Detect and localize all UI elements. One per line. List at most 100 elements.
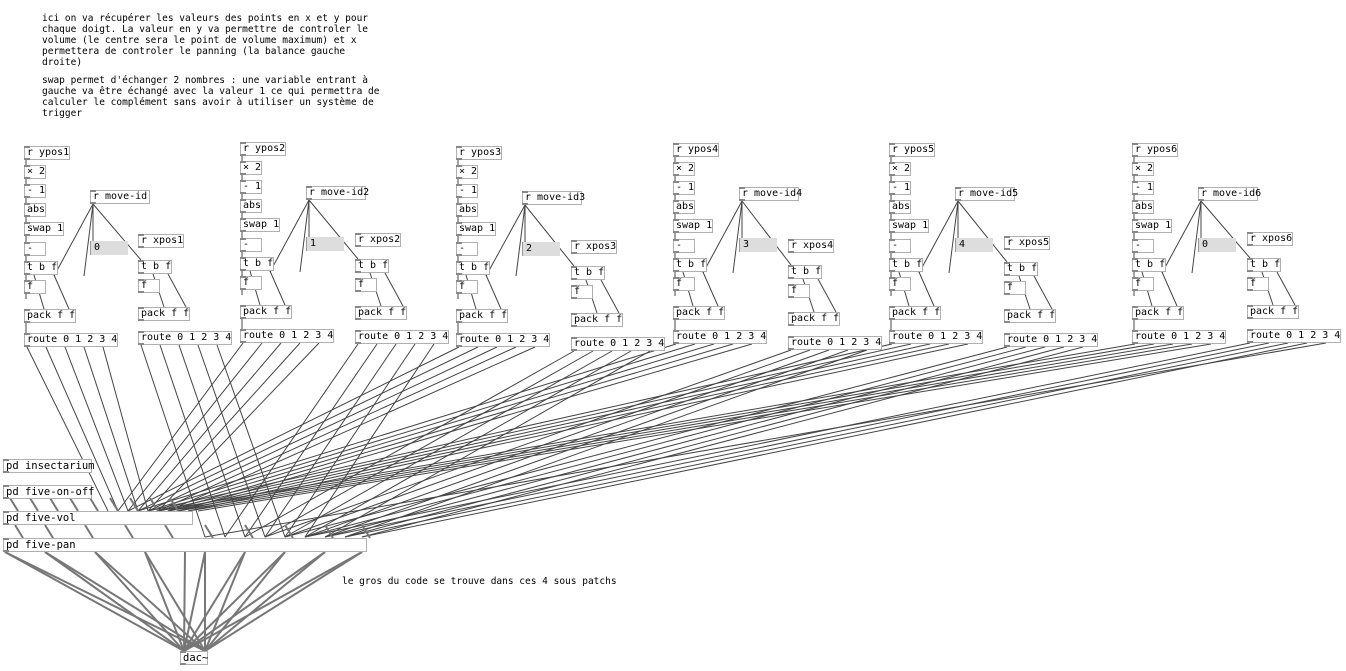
multiply-object[interactable]: × 2 [673,162,695,176]
float-object[interactable]: f [456,280,478,294]
swap-object[interactable]: swap 1 [1132,219,1172,233]
abs-object[interactable]: abs [240,199,262,213]
move-id-receive-object[interactable]: r move-id2 [306,186,369,200]
abs-object[interactable]: abs [1132,200,1154,214]
swap-object[interactable]: swap 1 [240,218,280,232]
swap-object[interactable]: swap 1 [673,219,713,233]
route-object[interactable]: route 0 1 2 3 4 [571,337,665,351]
abs-object[interactable]: abs [24,203,46,217]
number-box[interactable]: 4 [955,238,993,252]
subtract-object[interactable]: - 1 [673,181,695,195]
minus-object[interactable]: - [889,239,911,253]
move-id-receive-object[interactable]: r move-id4 [739,187,802,201]
multiply-object[interactable]: × 2 [1132,162,1154,176]
pack-object[interactable]: pack f f [889,306,941,320]
minus-object[interactable]: - [1132,239,1154,253]
multiply-object[interactable]: × 2 [456,165,478,179]
route-object[interactable]: route 0 1 2 3 4 [1247,329,1341,343]
float-object[interactable]: f [1247,277,1269,291]
float-object[interactable]: f [1004,281,1026,295]
route-object[interactable]: route 0 1 2 3 4 [456,333,550,347]
float-object[interactable]: f [571,285,593,299]
minus-object[interactable]: - [456,242,478,256]
trigger-object[interactable]: t b f [355,259,389,273]
pack-object[interactable]: pack f f [673,306,725,320]
pd-five-on-off-object[interactable]: pd five-on-off [3,485,95,499]
trigger-object[interactable]: t b f [889,258,923,272]
trigger-object[interactable]: t b f [1132,258,1166,272]
float-object[interactable]: f [673,277,695,291]
float-object[interactable]: f [889,277,911,291]
trigger-object[interactable]: t b f [456,261,490,275]
float-object[interactable]: f [240,276,262,290]
pd-insectarium-object[interactable]: pd insectarium [3,459,95,473]
xpos-receive-object[interactable]: r xpos5 [1004,236,1050,250]
number-box[interactable]: 3 [739,238,777,252]
trigger-object[interactable]: t b f [673,258,707,272]
ypos-receive-object[interactable]: r ypos6 [1132,143,1178,157]
multiply-object[interactable]: × 2 [240,161,262,175]
trigger-object[interactable]: t b f [571,266,605,280]
xpos-receive-object[interactable]: r xpos6 [1247,232,1293,246]
float-object[interactable]: f [138,279,160,293]
move-id-receive-object[interactable]: r move-id5 [955,187,1018,201]
float-object[interactable]: f [355,278,377,292]
pack-object[interactable]: pack f f [24,309,76,323]
subtract-object[interactable]: - 1 [24,184,46,198]
float-object[interactable]: f [1132,277,1154,291]
abs-object[interactable]: abs [673,200,695,214]
abs-object[interactable]: abs [456,203,478,217]
move-id-receive-object[interactable]: r move-id6 [1198,187,1261,201]
abs-object[interactable]: abs [889,200,911,214]
pack-object[interactable]: pack f f [571,313,623,327]
ypos-receive-object[interactable]: r ypos3 [456,146,502,160]
xpos-receive-object[interactable]: r xpos4 [788,239,834,253]
route-object[interactable]: route 0 1 2 3 4 [240,329,334,343]
pack-object[interactable]: pack f f [355,306,407,320]
number-box[interactable]: 0 [90,241,128,255]
route-object[interactable]: route 0 1 2 3 4 [889,330,983,344]
subtract-object[interactable]: - 1 [1132,181,1154,195]
pd-five-vol-object[interactable]: pd five-vol [3,511,193,525]
ypos-receive-object[interactable]: r ypos4 [673,143,719,157]
swap-object[interactable]: swap 1 [889,219,929,233]
multiply-object[interactable]: × 2 [889,162,911,176]
subtract-object[interactable]: - 1 [240,180,262,194]
ypos-receive-object[interactable]: r ypos1 [24,146,70,160]
route-object[interactable]: route 0 1 2 3 4 [673,330,767,344]
route-object[interactable]: route 0 1 2 3 4 [138,331,232,345]
trigger-object[interactable]: t b f [1004,262,1038,276]
route-object[interactable]: route 0 1 2 3 4 [788,336,882,350]
pack-object[interactable]: pack f f [788,312,840,326]
pack-object[interactable]: pack f f [1132,306,1184,320]
minus-object[interactable]: - [240,238,262,252]
xpos-receive-object[interactable]: r xpos3 [571,240,617,254]
pack-object[interactable]: pack f f [138,307,190,321]
trigger-object[interactable]: t b f [240,257,274,271]
number-box[interactable]: 2 [522,242,560,256]
route-object[interactable]: route 0 1 2 3 4 [1004,333,1098,347]
float-object[interactable]: f [24,280,46,294]
trigger-object[interactable]: t b f [1247,258,1281,272]
xpos-receive-object[interactable]: r xpos2 [355,233,401,247]
pack-object[interactable]: pack f f [1004,309,1056,323]
subtract-object[interactable]: - 1 [889,181,911,195]
dac-object[interactable]: dac~ [180,651,208,665]
pack-object[interactable]: pack f f [1247,305,1299,319]
minus-object[interactable]: - [673,239,695,253]
route-object[interactable]: route 0 1 2 3 4 [1132,330,1226,344]
number-box[interactable]: 0 [1198,238,1236,252]
float-object[interactable]: f [788,284,810,298]
number-box[interactable]: 1 [306,237,344,251]
xpos-receive-object[interactable]: r xpos1 [138,234,184,248]
minus-object[interactable]: - [24,242,46,256]
route-object[interactable]: route 0 1 2 3 4 [24,333,118,347]
swap-object[interactable]: swap 1 [24,222,64,236]
ypos-receive-object[interactable]: r ypos2 [240,142,286,156]
pack-object[interactable]: pack f f [456,309,508,323]
trigger-object[interactable]: t b f [788,265,822,279]
move-id-receive-object[interactable]: r move-id [90,190,150,204]
ypos-receive-object[interactable]: r ypos5 [889,143,935,157]
multiply-object[interactable]: × 2 [24,165,46,179]
swap-object[interactable]: swap 1 [456,222,496,236]
